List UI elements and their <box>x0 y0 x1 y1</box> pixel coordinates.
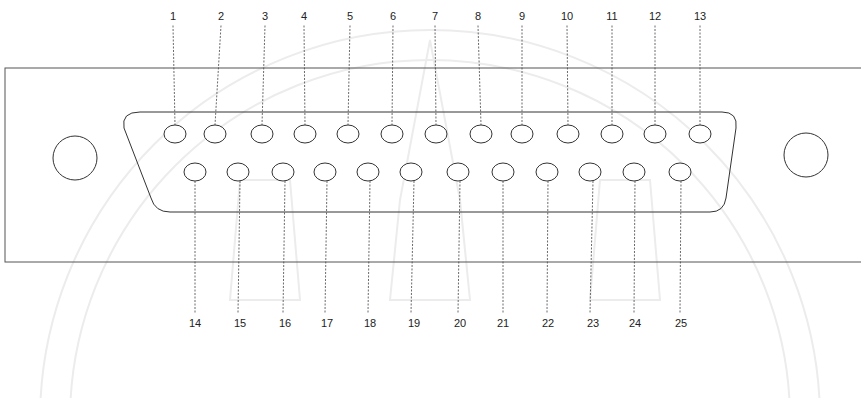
leader-line <box>478 26 481 126</box>
pin-number: 10 <box>559 10 575 23</box>
leader-line <box>655 26 656 126</box>
leader-line <box>215 26 221 126</box>
leader-line <box>411 181 414 314</box>
pin-number: 13 <box>692 10 708 23</box>
pin-number: 25 <box>673 317 689 330</box>
leader-line <box>458 181 460 314</box>
leader-line <box>634 181 635 314</box>
leader-line <box>700 26 701 126</box>
pin-hole <box>357 163 379 181</box>
pin-hole <box>557 125 579 143</box>
pin-hole <box>689 125 711 143</box>
pin-hole <box>536 163 558 181</box>
pin-holes <box>164 125 711 181</box>
pin-number: 16 <box>277 317 293 330</box>
pin-hole <box>447 163 469 181</box>
pin-hole <box>470 125 492 143</box>
pin-number: 21 <box>495 317 511 330</box>
pin-hole <box>400 163 422 181</box>
leader-line <box>680 181 681 314</box>
leader-line <box>304 26 305 126</box>
leader-line <box>195 181 196 314</box>
leader-line <box>392 26 393 126</box>
pin-hole <box>644 125 666 143</box>
leader-line <box>238 181 240 314</box>
pin-number: 19 <box>406 317 422 330</box>
pin-number: 17 <box>319 317 335 330</box>
pin-hole <box>294 125 316 143</box>
pin-hole <box>272 163 294 181</box>
leader-line <box>590 181 593 314</box>
pin-hole <box>314 163 336 181</box>
pin-number: 18 <box>362 317 378 330</box>
leader-line <box>283 181 285 314</box>
leader-line <box>368 181 370 314</box>
panel-outline <box>5 68 861 262</box>
pin-number: 15 <box>232 317 248 330</box>
pin-number: 22 <box>540 317 556 330</box>
leader-line <box>325 181 327 314</box>
pin-number: 12 <box>647 10 663 23</box>
pin-hole <box>601 125 623 143</box>
leader-line <box>567 26 568 126</box>
leader-line <box>503 181 504 314</box>
pin-number: 1 <box>168 10 178 23</box>
mounting-hole <box>53 136 97 180</box>
pin-hole <box>204 125 226 143</box>
pin-hole <box>184 163 206 181</box>
pin-hole <box>164 125 186 143</box>
pin-number: 2 <box>216 10 226 23</box>
watermark-seal <box>40 30 820 398</box>
pin-hole <box>425 125 447 143</box>
pin-hole <box>381 125 403 143</box>
d-shell <box>124 112 737 212</box>
pin-number: 9 <box>517 10 527 23</box>
pin-number: 7 <box>430 10 440 23</box>
leader-line <box>348 26 350 126</box>
leader-line <box>522 26 523 126</box>
pin-number: 14 <box>187 317 203 330</box>
pin-number: 6 <box>388 10 398 23</box>
leader-line <box>612 26 613 126</box>
pin-number: 8 <box>473 10 483 23</box>
pin-hole <box>579 163 601 181</box>
pin-hole <box>669 163 691 181</box>
pin-number: 3 <box>260 10 270 23</box>
leader-lines <box>173 26 700 314</box>
pin-hole <box>227 163 249 181</box>
pin-hole <box>337 125 359 143</box>
mounting-hole <box>784 133 828 177</box>
pin-hole <box>251 125 273 143</box>
pin-hole <box>492 163 514 181</box>
leader-line <box>262 26 265 126</box>
pin-number: 5 <box>345 10 355 23</box>
pin-number: 24 <box>627 317 643 330</box>
pin-number: 23 <box>585 317 601 330</box>
pin-number: 11 <box>604 10 619 23</box>
leader-line <box>435 26 436 126</box>
leader-line <box>173 26 175 126</box>
pin-hole <box>623 163 645 181</box>
pin-hole <box>511 125 533 143</box>
pin-number: 20 <box>452 317 468 330</box>
pin-number: 4 <box>299 10 309 23</box>
leader-line <box>547 181 548 314</box>
